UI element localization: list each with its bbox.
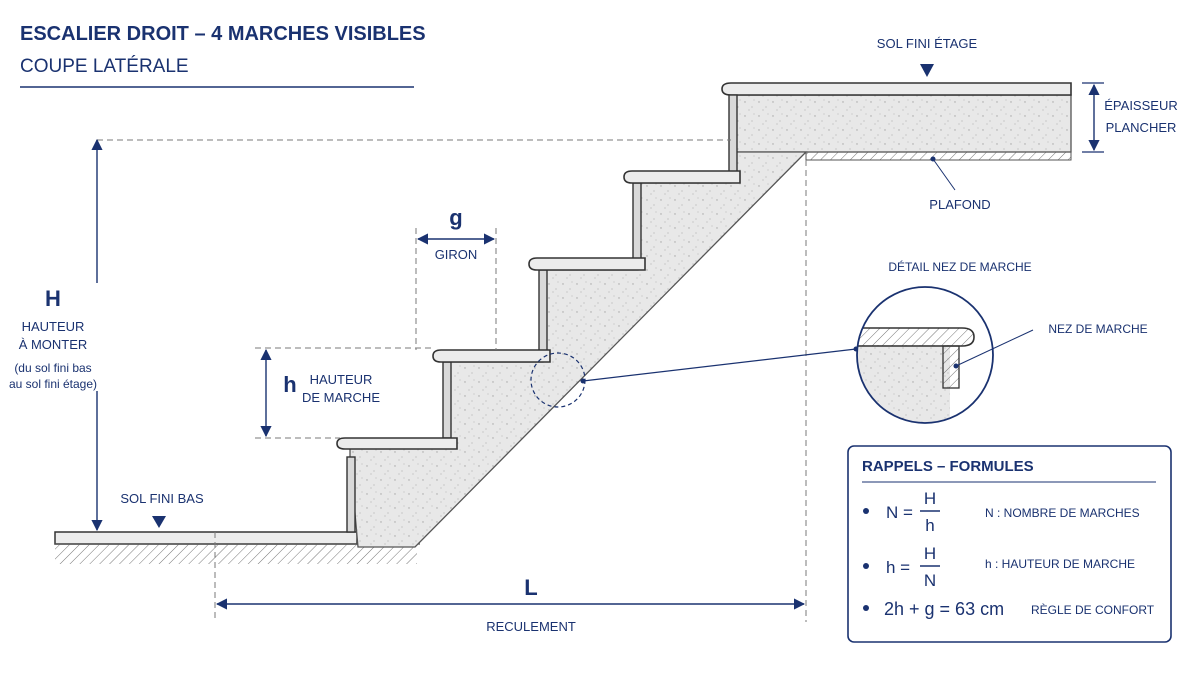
ground-floor <box>54 531 420 564</box>
sol-fini-etage-label: SOL FINI ÉTAGE <box>877 36 978 51</box>
riser-5 <box>728 94 738 175</box>
g-symbol: g <box>449 205 462 230</box>
sol-fini-bas-label: SOL FINI BAS <box>120 491 204 506</box>
diagram-subtitle: COUPE LATÉRALE <box>20 56 189 77</box>
formula-1-lhs: N = <box>886 503 913 522</box>
H-symbol: H <box>45 286 61 311</box>
sol-fini-etage-marker <box>920 64 934 77</box>
riser-2 <box>442 361 452 439</box>
epaisseur-label-line1: ÉPAISSEUR <box>1104 98 1177 113</box>
riser-1 <box>346 456 356 533</box>
epaisseur-label-line2: PLANCHER <box>1106 120 1177 135</box>
hauteur-de-marche-line1: HAUTEUR <box>310 372 373 387</box>
comfort-rule-expression: 2h + g = 63 cm <box>884 599 1004 619</box>
upper-floor-slab <box>721 82 1072 161</box>
formulas-title: RAPPELS – FORMULES <box>862 458 1034 475</box>
detail-nez-title: DÉTAIL NEZ DE MARCHE <box>888 259 1031 274</box>
riser-3 <box>538 269 548 354</box>
hauteur-a-monter-line1: HAUTEUR <box>22 319 85 334</box>
tread-4 <box>623 170 741 184</box>
giron-label: GIRON <box>435 247 478 262</box>
detail-leader-line <box>582 348 857 382</box>
nez-de-marche-label: NEZ DE MARCHE <box>1048 322 1147 336</box>
formula-2-numerator: H <box>924 544 936 563</box>
tread-1 <box>336 437 458 450</box>
formulas-panel: RAPPELS – FORMULES N = H h N : NOMBRE DE… <box>847 445 1172 643</box>
sol-fini-bas-marker <box>152 516 166 528</box>
h-symbol: h <box>283 372 296 397</box>
tread-2 <box>432 349 551 363</box>
diagram-title: ESCALIER DROIT – 4 MARCHES VISIBLES <box>20 23 426 45</box>
hauteur-de-marche-line2: DE MARCHE <box>302 390 380 405</box>
nosing-detail <box>856 286 994 424</box>
formula-1-description: N : NOMBRE DE MARCHES <box>985 506 1140 520</box>
formula-1-denominator: h <box>925 516 934 535</box>
tread-3 <box>528 257 646 271</box>
formula-2-lhs: h = <box>886 558 910 577</box>
plafond-label: PLAFOND <box>929 197 990 212</box>
riser-4 <box>632 182 642 261</box>
reference-lines <box>97 139 807 622</box>
L-symbol: L <box>524 575 537 600</box>
reculement-label: RECULEMENT <box>486 619 576 634</box>
hauteur-a-monter-line2: À MONTER <box>19 337 88 352</box>
stair-body <box>349 151 808 548</box>
formula-2-denominator: N <box>924 571 936 590</box>
formula-2-description: h : HAUTEUR DE MARCHE <box>985 557 1135 571</box>
comfort-rule-description: RÈGLE DE CONFORT <box>1031 602 1155 617</box>
hauteur-note-line2: au sol fini étage) <box>9 377 97 391</box>
formula-1-numerator: H <box>924 489 936 508</box>
hauteur-note-line1: (du sol fini bas <box>14 361 91 375</box>
